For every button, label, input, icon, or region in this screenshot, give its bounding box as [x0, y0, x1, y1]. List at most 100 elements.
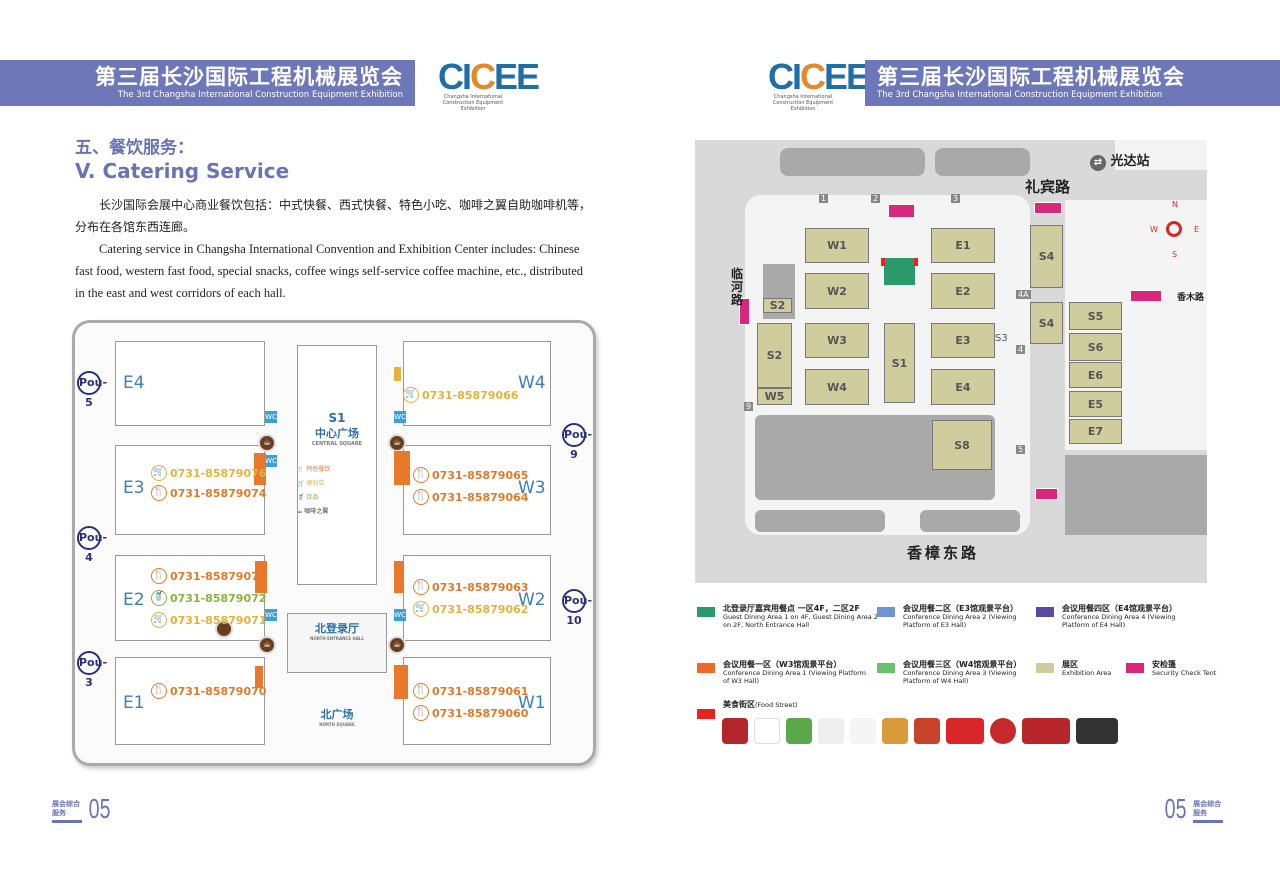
hall-e3: E3	[931, 323, 995, 358]
venue-site-map: W1 W2 W3 W4 E1 E2 E3 E4 S1 S8 S4 S4 S5 S…	[695, 140, 1207, 583]
hall-e4	[115, 341, 265, 426]
phone-e2a: 🍴0731-85879073	[151, 568, 266, 584]
parking-icon: Pou-4	[77, 526, 107, 564]
hall-label: W3	[518, 478, 546, 498]
hall-w3	[403, 445, 551, 535]
header-band-left: 第三届长沙国际工程机械展览会 The 3rd Changsha Internat…	[0, 60, 415, 106]
food-stall	[255, 666, 263, 688]
food-street-marker	[914, 258, 918, 266]
coffee-icon: ☕	[258, 636, 276, 654]
hall-s3-label: S3	[995, 333, 1008, 344]
brand-logo	[946, 718, 984, 744]
food-street-brand-logos	[722, 718, 1118, 744]
gate-9: 9	[744, 402, 754, 411]
page-number: 05	[88, 793, 111, 824]
coffee-icon: ☕	[388, 434, 406, 452]
hall-label: E4	[123, 373, 145, 393]
road-linhe: 临河路	[731, 267, 744, 307]
hall-w4: W4	[805, 369, 869, 405]
parking-icon: Pou-5	[77, 371, 107, 409]
hall-e5: E5	[1069, 391, 1122, 417]
parking-icon: Pou-9	[562, 423, 592, 461]
hall-label: W2	[518, 590, 546, 610]
metro-station: ⇄ 光达站	[1090, 150, 1150, 171]
phone-e3a: 🛒0731-85879076	[151, 465, 266, 481]
restroom-icon: WC	[394, 609, 406, 621]
section-title-cn: 五、餐饮服务：	[75, 138, 194, 158]
brand-logo	[882, 718, 908, 744]
food-stall	[254, 453, 266, 485]
parking-icon: Pou-3	[77, 651, 107, 689]
hall-label: E1	[123, 693, 145, 713]
hall-s5: S5	[1069, 302, 1122, 330]
food-street-marker	[881, 258, 885, 266]
gate-5: 5	[1016, 445, 1026, 454]
brand-logo	[786, 718, 812, 744]
store-stall	[394, 367, 401, 381]
hall-e4: E4	[931, 369, 995, 405]
hall-e2	[115, 555, 265, 641]
brand-logo	[1076, 718, 1118, 744]
header-title-cn: 第三届长沙国际工程机械展览会	[95, 65, 403, 89]
phone-w2b: 🛒0731-85879062	[413, 601, 528, 617]
gate-2: 2	[871, 194, 881, 203]
coffee-icon: ☕	[258, 434, 276, 452]
catering-floor-map: E4 E3 E2 E1 W4 W3 W2 W1 S1 中心广场 CENTRAL …	[72, 320, 596, 766]
hall-label: W1	[518, 693, 546, 713]
security-tent	[1034, 202, 1062, 214]
gate-4: 4	[1016, 345, 1026, 354]
hall-s6: S6	[1069, 333, 1122, 361]
parking-icon: Pou-10	[562, 589, 592, 627]
food-stall	[255, 561, 267, 593]
phone-e2b: 🥤0731-85879072	[151, 590, 266, 606]
central-square	[297, 345, 377, 585]
food-stall	[394, 561, 404, 593]
gate-4a: 4A	[1016, 290, 1031, 299]
hall-w3: W3	[805, 323, 869, 358]
gate-1: 1	[819, 194, 829, 203]
central-square-label: S1 中心广场 CENTRAL SQUARE	[311, 411, 363, 447]
hall-e7: E7	[1069, 419, 1122, 444]
brand-logo	[914, 718, 940, 744]
header-title-en: The 3rd Changsha International Construct…	[117, 90, 403, 100]
road-xiangmu: 香木路	[1177, 293, 1205, 303]
legend-item: 会议用餐一区（W3馆观景平台）Conference Dining Area 1 …	[697, 661, 873, 685]
legend-item: 会议用餐二区（E3馆观景平台）Conference Dining Area 2 …	[877, 605, 1043, 629]
phone-w1a: 🍴0731-85879061	[413, 683, 528, 699]
gate-3: 3	[951, 194, 961, 203]
phone-w3a: 🍴0731-85879065	[413, 467, 528, 483]
hall-label: E3	[123, 478, 145, 498]
hall-label: E2	[123, 590, 145, 610]
hall-e2: E2	[931, 273, 995, 309]
brand-logo	[1022, 718, 1070, 744]
phone-w3b: 🍴0731-85879064	[413, 489, 528, 505]
phone-w2a: 🍴0731-85879063	[413, 579, 528, 595]
intro-en: Catering service in Changsha Internation…	[75, 242, 584, 300]
road-libin: 礼宾路	[1025, 178, 1071, 196]
restroom-icon: WC	[265, 609, 277, 621]
restroom-icon: WC	[265, 455, 277, 467]
hall-s1: S1	[884, 323, 915, 403]
hall-e6: E6	[1069, 362, 1122, 388]
brand-logo	[722, 718, 748, 744]
coffee-icon	[215, 620, 233, 638]
phone-w1b: 🍴0731-85879060	[413, 705, 528, 721]
hall-e3	[115, 445, 265, 535]
hall-s2-small: S2	[763, 298, 792, 313]
compass-icon: N S W E	[1150, 200, 1200, 259]
hall-s4-south: S4	[1030, 302, 1063, 344]
hall-w1	[403, 657, 551, 745]
food-stall	[394, 665, 408, 699]
security-tent	[739, 298, 750, 325]
security-tent	[1130, 290, 1162, 302]
security-tent	[888, 204, 915, 218]
food-stall	[394, 451, 410, 485]
hall-w2: W2	[805, 273, 869, 309]
phone-w4: 🛒0731-85879066	[403, 387, 518, 403]
header-band-right: 第三届长沙国际工程机械展览会 The 3rd Changsha Internat…	[865, 60, 1280, 106]
guest-dining-area	[884, 258, 915, 285]
